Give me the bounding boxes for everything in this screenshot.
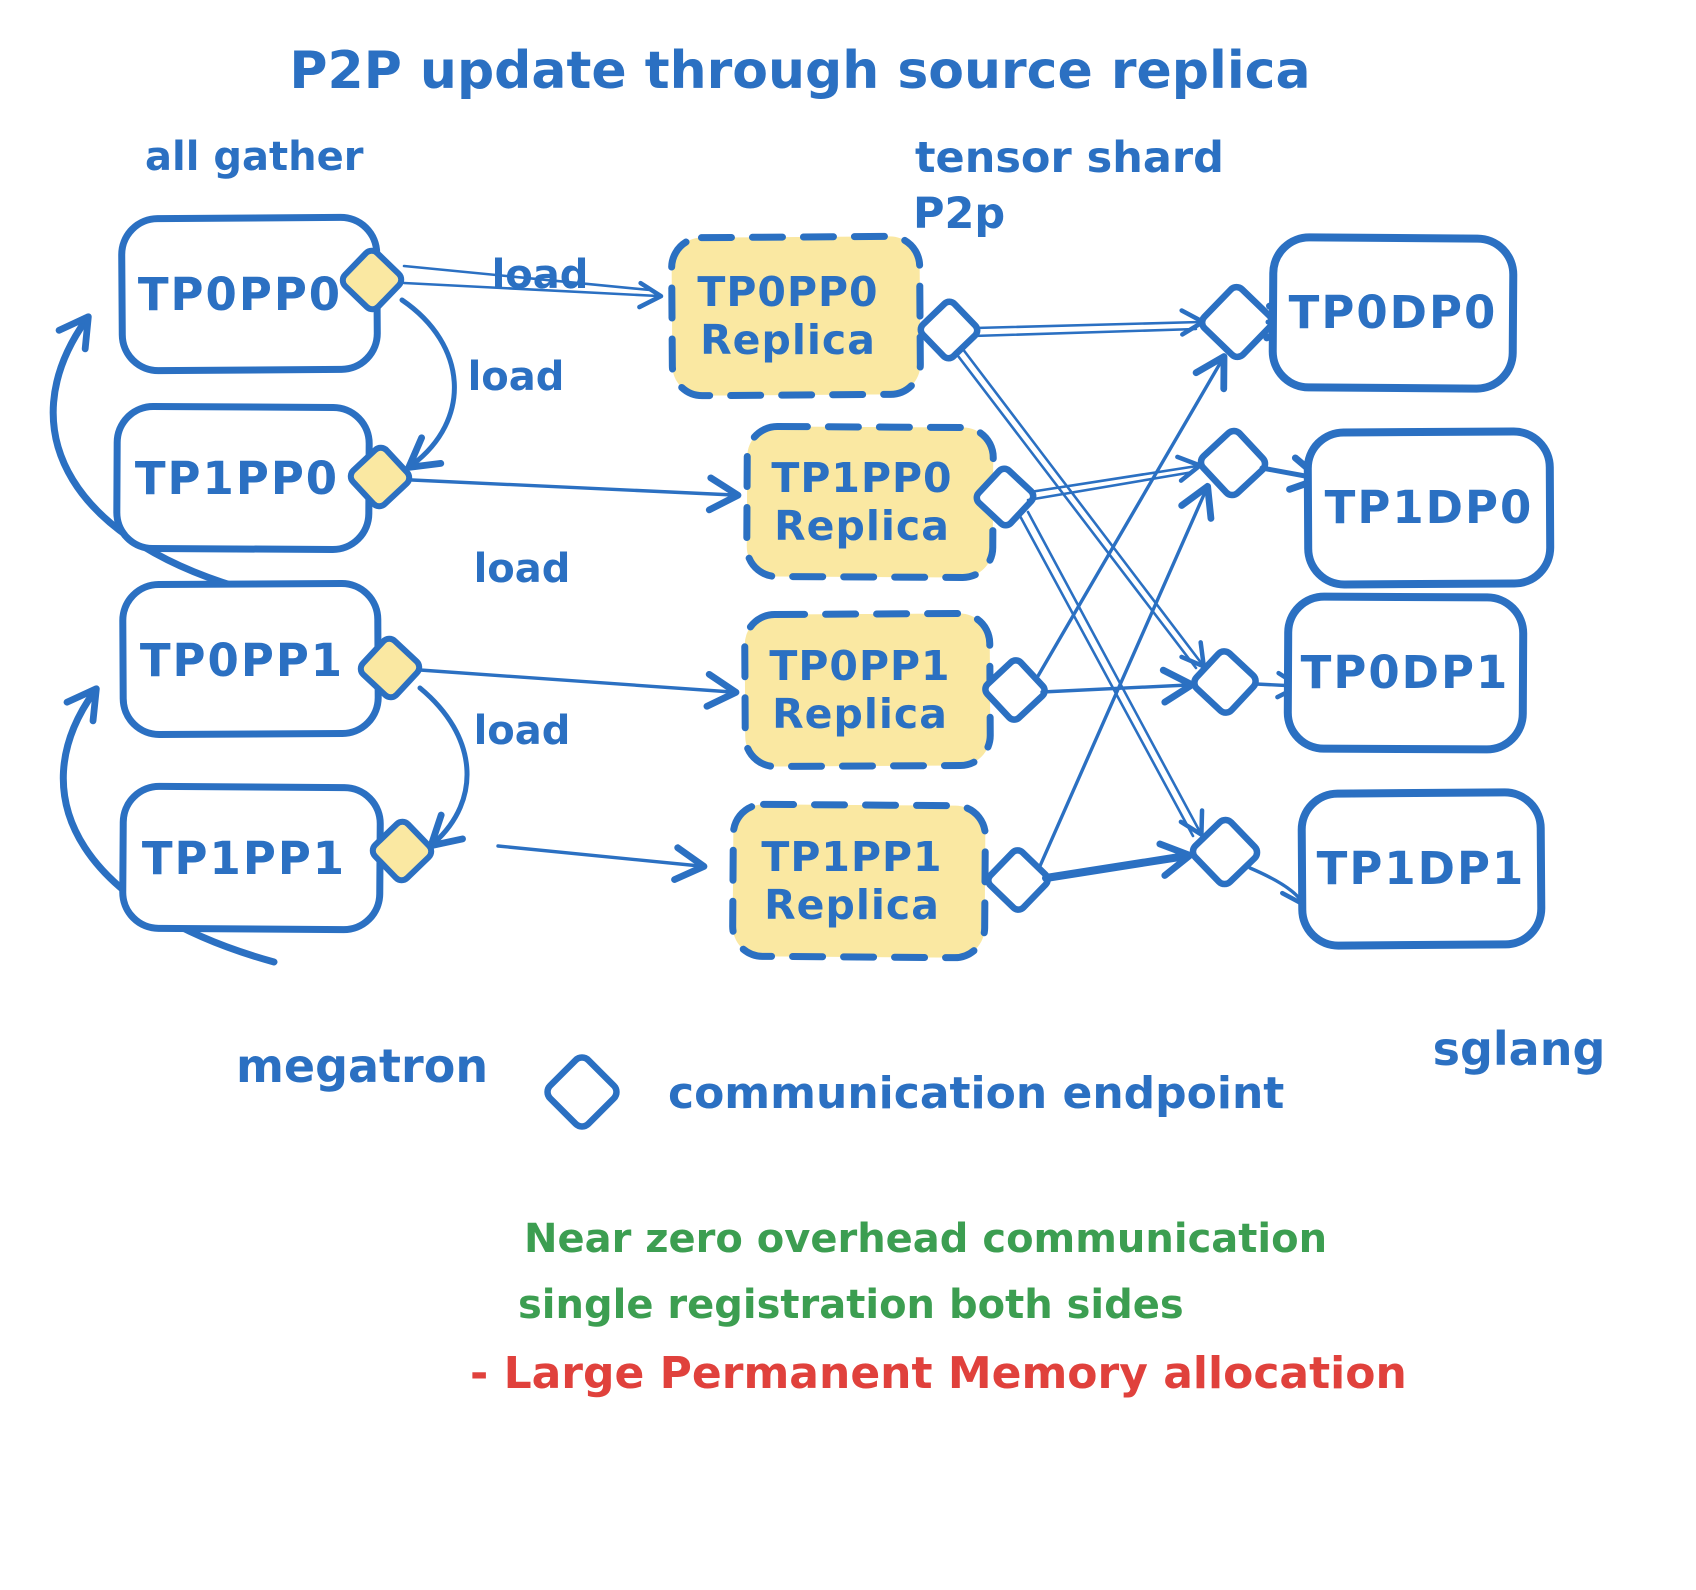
communication-endpoint-icon xyxy=(544,1054,620,1130)
p2p-arrow-r0p1-d0p0 xyxy=(1036,353,1228,678)
p2p-arrow-r1p1-d1p0 xyxy=(1038,482,1215,868)
notes: Near zero overhead communication single … xyxy=(470,1216,1407,1399)
p2p-arrow-r0p0-d0p1 xyxy=(960,346,1207,669)
megatron-column: TP0PP0 TP1PP0 TP0PP1 TP1PP1 load load lo… xyxy=(49,213,742,966)
node-tp0pp1-replica: TP0PP1 Replica xyxy=(741,610,994,770)
node-tp1pp1-replica-box xyxy=(729,800,989,962)
node-tp0pp0-replica-sublabel: Replica xyxy=(700,316,876,364)
tensor-shard-p2p-label: P2p xyxy=(913,189,1005,239)
node-tp0pp0-replica-label: TP0PP0 xyxy=(697,268,878,316)
node-tp1pp1-replica-sublabel: Replica xyxy=(764,881,940,929)
node-tp1pp0: TP1PP0 xyxy=(113,403,373,553)
p2p-arrow-r0p0-d0p1-b xyxy=(953,350,1198,670)
endpoint-tp1pp0-replica-icon xyxy=(973,465,1037,529)
node-tp0dp0: TP0DP0 xyxy=(1268,233,1518,393)
endpoint-tp1pp0-icon xyxy=(347,444,413,510)
endpoint-tp1dp0-icon xyxy=(1197,427,1269,499)
p2p-arrow-r0p0-d0p0-b xyxy=(971,327,1198,338)
node-tp1dp1: TP1DP1 xyxy=(1297,788,1546,950)
node-tp0pp1-label: TP0PP1 xyxy=(140,634,344,687)
node-tp1dp0: TP1DP0 xyxy=(1303,427,1555,589)
node-tp0pp0-replica-box xyxy=(668,232,924,400)
load-arrow-tp1pp0 xyxy=(410,474,742,514)
node-tp1pp0-replica: TP1PP0 Replica xyxy=(743,423,997,581)
p2p-arrow-r1p0-d1p0 xyxy=(1028,454,1203,494)
node-tp1pp1-replica-label: TP1PP1 xyxy=(761,833,942,881)
tensor-shard-p2p-arrows xyxy=(953,308,1228,882)
endpoint-tp0dp1-icon xyxy=(1191,648,1259,716)
all-gather-loop-arrow-pp0 xyxy=(49,313,266,598)
node-tp0dp1-label: TP0DP1 xyxy=(1301,646,1510,699)
arrow-endpoint-tp1dp1 xyxy=(1248,866,1306,907)
all-gather-label: all gather xyxy=(145,134,364,180)
p2p-arrow-r0p0-d0p0 xyxy=(973,308,1206,337)
node-tp0pp0-label: TP0PP0 xyxy=(138,268,342,321)
endpoint-tp1pp1-icon xyxy=(369,818,435,884)
sglang-column: TP0DP0 TP1DP0 TP0DP1 TP1DP1 xyxy=(1189,233,1555,950)
node-tp1pp1: TP1PP1 xyxy=(119,782,384,934)
endpoint-tp0pp1-replica-icon xyxy=(982,657,1048,723)
endpoint-tp1pp1-replica-icon xyxy=(985,847,1051,913)
p2p-arrow-r1p0-d1p1-b xyxy=(1018,514,1195,838)
megatron-label: megatron xyxy=(236,1039,488,1093)
node-tp1dp1-box xyxy=(1297,788,1546,950)
load-label-2: load xyxy=(468,354,565,400)
p2p-arrow-r1p1-d1p1 xyxy=(1042,840,1194,882)
node-tp0dp0-label: TP0DP0 xyxy=(1289,286,1498,339)
load-arrow-tp0pp0 xyxy=(402,280,664,310)
load-arrow-tp0pp0-to-tp1pp0 xyxy=(399,297,457,471)
load-arrow-tp0pp1-to-tp1pp1 xyxy=(417,685,470,850)
endpoint-tp1dp1-icon xyxy=(1189,816,1261,888)
note-positive-line2: single registration both sides xyxy=(518,1282,1184,1328)
replica-column: TP0PP0 Replica TP1PP0 Replica TP0PP1 Rep… xyxy=(668,232,1051,962)
node-tp1dp0-label: TP1DP0 xyxy=(1325,481,1534,534)
all-gather-loop-arrow-pp1 xyxy=(59,685,278,966)
sglang-label: sglang xyxy=(1433,1022,1606,1076)
node-tp0dp0-box xyxy=(1268,233,1518,393)
node-tp0dp1: TP0DP1 xyxy=(1283,592,1528,754)
node-tp1pp0-replica-label: TP1PP0 xyxy=(771,454,952,502)
node-tp0pp1-replica-label: TP0PP1 xyxy=(769,642,950,690)
load-label-4: load xyxy=(474,708,571,754)
node-tp0pp1: TP0PP1 xyxy=(119,580,382,738)
p2p-arrow-r1p0-d1p1 xyxy=(1026,510,1205,837)
node-tp0dp1-box xyxy=(1283,592,1528,754)
endpoint-tp0pp1-icon xyxy=(357,635,423,701)
node-tp0pp0: TP0PP0 xyxy=(118,213,381,375)
node-tp0pp1-replica-sublabel: Replica xyxy=(772,690,948,738)
node-tp1pp0-label: TP1PP0 xyxy=(135,452,339,505)
note-negative: - Large Permanent Memory allocation xyxy=(470,1348,1407,1399)
node-tp1dp0-box xyxy=(1303,427,1555,589)
load-arrow-tp0pp0-upper xyxy=(402,264,652,292)
endpoint-tp0pp0-icon xyxy=(339,247,405,313)
legend-row: megatron communication endpoint sglang xyxy=(236,1022,1605,1130)
load-arrow-tp0pp1 xyxy=(418,668,740,710)
communication-endpoint-label: communication endpoint xyxy=(668,1068,1284,1119)
node-tp1dp1-label: TP1DP1 xyxy=(1317,842,1526,895)
load-arrow-tp1pp1 xyxy=(496,844,708,883)
tensor-shard-label: tensor shard xyxy=(915,133,1224,183)
load-label-3: load xyxy=(474,546,571,592)
note-positive-line1: Near zero overhead communication xyxy=(524,1216,1327,1262)
endpoint-tp0pp0-replica-icon xyxy=(917,298,981,362)
p2p-arrow-r1p0-d1p0-b xyxy=(1026,470,1195,502)
p2p-arrow-r0p1-d0p1 xyxy=(1040,666,1196,706)
load-label-1: load xyxy=(492,252,589,298)
node-tp1pp1-label: TP1PP1 xyxy=(142,832,346,885)
node-tp1pp0-replica-sublabel: Replica xyxy=(774,502,950,550)
endpoint-tp0dp0-icon xyxy=(1198,283,1276,361)
node-tp0pp0-replica: TP0PP0 Replica xyxy=(668,232,924,400)
node-tp1pp1-replica: TP1PP1 Replica xyxy=(729,800,989,962)
diagram-title: P2P update through source replica xyxy=(289,41,1310,101)
